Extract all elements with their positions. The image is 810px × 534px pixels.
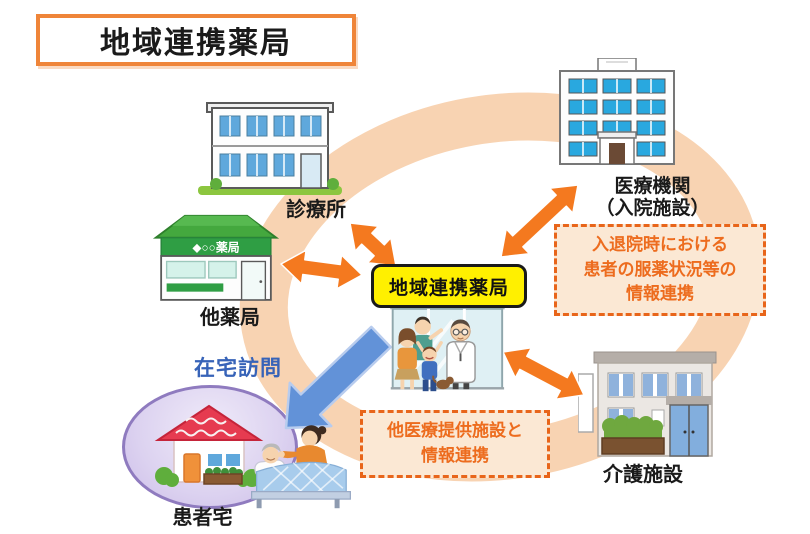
other-providers-callout: 他医療提供施設と 情報連携 — [360, 410, 550, 478]
diagram-title: 地域連携薬局 — [100, 27, 292, 60]
patient-home-label: 患者宅 — [172, 507, 233, 529]
hospital-info-line1: 入退院時における — [592, 235, 728, 255]
care-facility-illustration — [578, 351, 717, 457]
hospital-label: 医療機関 （入院施設） — [580, 176, 725, 220]
other-pharmacy-illustration: ◆○○薬局 — [152, 214, 280, 301]
hospital-info-callout: 入退院時における 患者の服薬状況等の 情報連携 — [554, 224, 766, 316]
hospital-info-line3: 情報連携 — [626, 284, 694, 304]
other-pharmacy-label: 他薬局 — [200, 307, 260, 329]
hospital-info-line2: 患者の服薬状況等の — [583, 259, 737, 279]
house-illustration — [154, 404, 264, 487]
hospital-label-line1: 医療機関 — [614, 176, 691, 197]
clinic-label: 診療所 — [286, 199, 346, 221]
pharmacy-sign-text: ◆○○薬局 — [192, 240, 239, 254]
center-pharmacy-label: 地域連携薬局 — [388, 277, 509, 299]
other-providers-line2: 情報連携 — [421, 446, 489, 465]
care-facility-label: 介護施設 — [603, 464, 683, 486]
center-pharmacy-box: 地域連携薬局 — [371, 264, 527, 308]
hospital-illustration — [559, 58, 675, 165]
diagram-title-box: 地域連携薬局 — [36, 14, 356, 66]
clinic-illustration — [198, 102, 342, 195]
home-visit-label: 在宅訪問 — [194, 357, 282, 380]
central-pharmacy-illustration — [390, 301, 505, 392]
patient-bed-illustration — [251, 425, 351, 509]
other-providers-line1: 他医療提供施設と — [387, 421, 523, 441]
hospital-label-line2: （入院施設） — [595, 197, 710, 219]
